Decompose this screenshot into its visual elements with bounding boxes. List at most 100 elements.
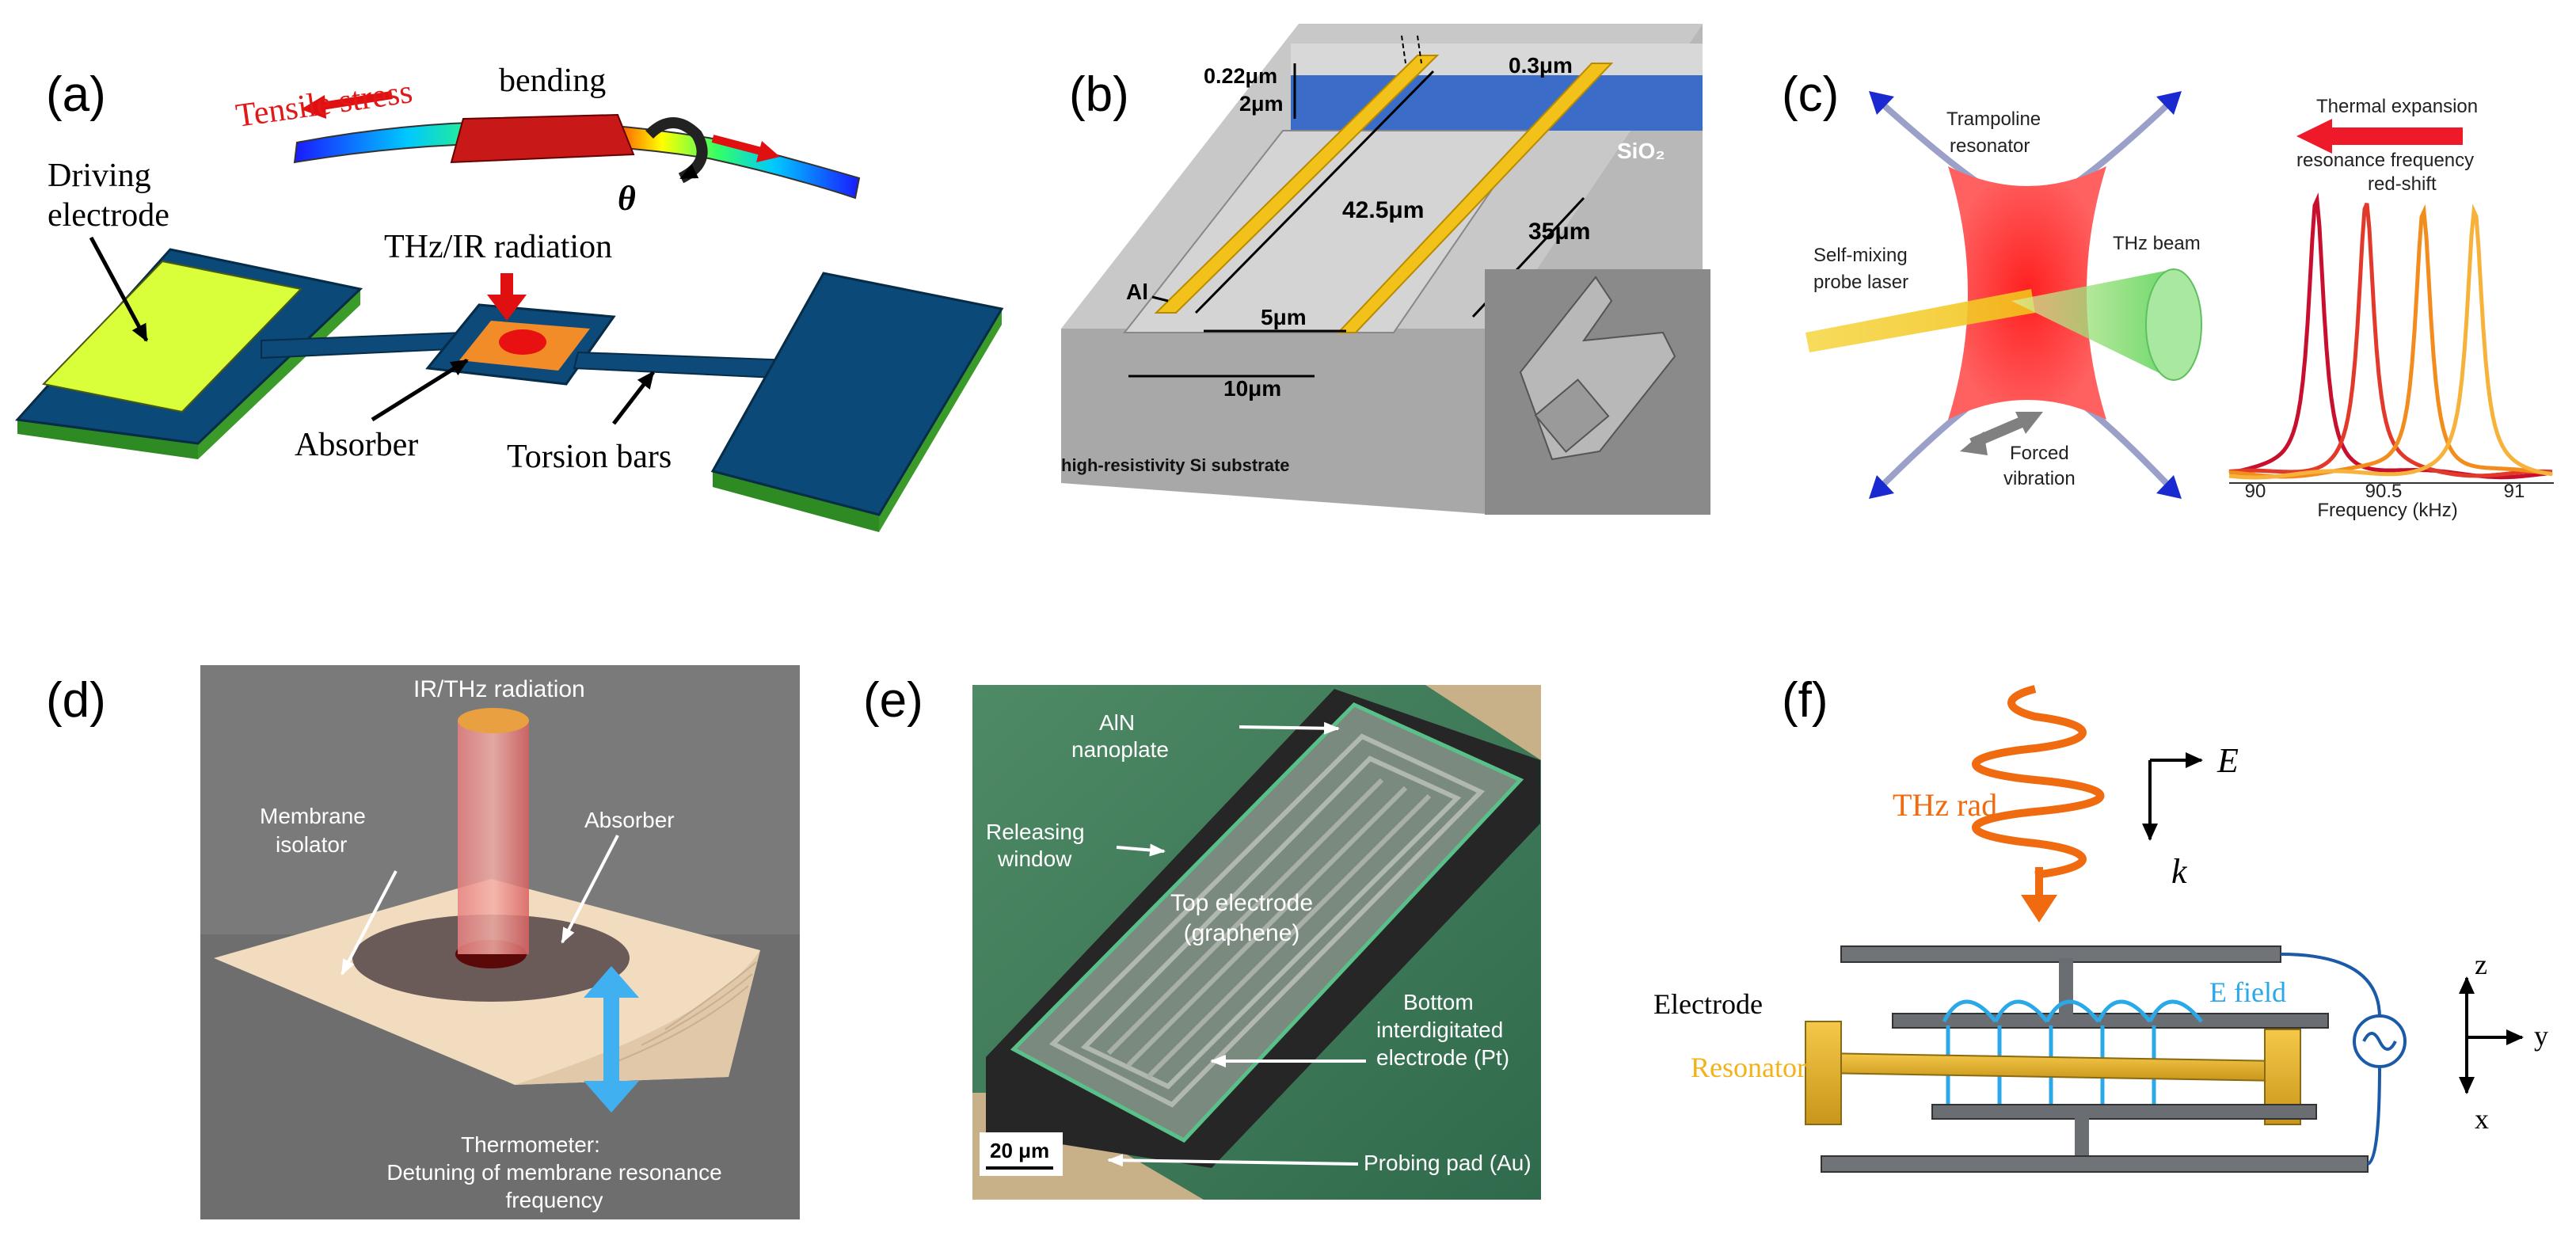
absorber-label: Absorber [295, 427, 418, 463]
dim-oxide-label: 2μm [1239, 92, 1284, 116]
sio2-label: SiO₂ [1617, 139, 1665, 163]
probe-label-1: Self-mixing [1813, 245, 1908, 266]
tensile-arrowhead-right [756, 141, 780, 162]
forced-label-1: Forced [2010, 443, 2069, 464]
absorber-d-label: Absorber [584, 808, 675, 832]
thermo-label-3: frequency [506, 1188, 603, 1212]
electrode-front-long [1821, 1155, 2369, 1173]
tensile-stress-label: Tensile stress [234, 74, 415, 135]
right-pad-side [713, 471, 879, 532]
pointer-torsion [612, 371, 655, 425]
thermo-arrowhead-down [584, 1081, 639, 1113]
thz-beam-label: THz beam [2113, 233, 2201, 254]
dim-10-label: 10μm [1223, 376, 1281, 401]
radiation-d-label: IR/THz radiation [413, 676, 585, 702]
axis-z-label: z [2475, 949, 2487, 980]
electrode-front-short [1931, 1104, 2317, 1120]
resonator-beam [1821, 1052, 2281, 1082]
tramp-arrow-br [2156, 475, 2182, 499]
driving-label-1: Driving [48, 158, 151, 194]
membrane-fold [515, 950, 760, 1085]
panel-e: (e) AlN nanoplate Releasing window Top e… [863, 673, 1541, 1200]
driving-electrode [42, 260, 302, 413]
electrode-stub-bottom [2075, 1113, 2089, 1164]
torsion-bar-right [573, 351, 793, 380]
redshift-label-1: resonance frequency [2296, 150, 2474, 171]
panel-label-f: (f) [1782, 673, 1828, 728]
pointer-absorber [371, 358, 469, 422]
trampoline-label-1: Trampoline [1946, 108, 2041, 130]
radiation-cylinder-top [458, 708, 529, 733]
panel-f: (f) [1653, 673, 2548, 1173]
al-strip-right [1336, 63, 1614, 333]
resonance-peak-2 [2228, 202, 2553, 478]
top-electrode-label-1: Top electrode [1170, 890, 1313, 916]
tensile-arrowhead-left [301, 95, 326, 119]
electrode-back-long [1840, 945, 2281, 963]
thz-rad-label: THz rad [1893, 787, 1997, 823]
top-electrode-label-2: (graphene) [1184, 920, 1300, 946]
electrode-back-short [1892, 1013, 2329, 1029]
rotation-arrow [645, 117, 708, 184]
tensile-arrow-right [711, 135, 766, 156]
panel-label-c: (c) [1782, 67, 1839, 122]
dim-gap-tick-2 [1417, 35, 1422, 64]
bottom-label-2: interdigitated [1376, 1018, 1503, 1042]
forced-label-2: vibration [2003, 468, 2076, 489]
left-pad-front [198, 289, 360, 459]
pointer-aln [1239, 721, 1340, 735]
e-vector-label: E [2216, 741, 2239, 780]
axis-x-label: x [2475, 1103, 2489, 1135]
forced-arrowhead-1 [1960, 432, 1988, 455]
tick-label-90: 90 [2245, 481, 2266, 502]
panel-a: (a) Tensile stress bending θ [14, 63, 1004, 532]
redshift-label-2: red-shift [2368, 173, 2437, 195]
trampoline-label-2: resonator [1950, 135, 2030, 157]
spectrum-xlabel: Frequency (kHz) [2317, 500, 2457, 521]
top-si-layer [1291, 44, 1703, 75]
panel-label-a: (a) [46, 67, 106, 122]
electrode-stub-top [2059, 958, 2073, 1018]
pointer-driving [89, 236, 149, 342]
right-pad [710, 272, 1004, 516]
radiation-arrowhead [487, 295, 527, 321]
al-pointer [1151, 295, 1169, 302]
release-label-2: window [997, 846, 1072, 871]
probe-laser [1805, 289, 2035, 352]
axis-y-label: y [2534, 1020, 2548, 1052]
thz-beam-face [2145, 268, 2202, 381]
forced-arrowhead-2 [2015, 412, 2043, 434]
aln-label-2: nanoplate [1071, 737, 1169, 762]
right-pad-front [879, 309, 1002, 532]
pointer-membrane [341, 870, 398, 976]
tick-label-90-5: 90.5 [2365, 481, 2403, 502]
radiation-label: THz/IR radiation [384, 229, 612, 265]
driving-label-2: electrode [48, 197, 169, 234]
substrate-label: high-resistivity Si substrate [1061, 455, 1290, 475]
al-label: Al [1126, 280, 1148, 304]
aln-nanoplate [1010, 702, 1524, 1143]
pointer-probing [1107, 1154, 1359, 1167]
k-vector-label: k [2171, 852, 2188, 891]
e-field-label: E field [2209, 976, 2286, 1008]
dim-gap-label: 0.3μm [1509, 53, 1573, 78]
pointer-release [1116, 843, 1166, 857]
radiation-cylinder [458, 721, 529, 954]
theta-label: θ [618, 179, 636, 218]
tramp-arrow-tr [2156, 91, 2182, 115]
pointer-absorber-d [561, 835, 619, 944]
ac-wire [2280, 953, 2381, 1166]
dim-thickness-label: 0.22μm [1204, 64, 1277, 88]
probe-label-2: probe laser [1813, 272, 1908, 293]
thermo-arrow-shaft [603, 994, 619, 1085]
interdigitated-fingers [1106, 778, 1432, 1079]
panel-label-e: (e) [863, 673, 923, 728]
tramp-arrow-tl [1869, 91, 1894, 115]
aln-label-1: AlN [1099, 710, 1135, 735]
bottom-label-3: electrode (Pt) [1376, 1045, 1509, 1070]
substrate-front [1061, 329, 1497, 515]
dim-line-42 [1194, 70, 1435, 314]
bending-label: bending [499, 63, 606, 99]
thermal-expansion-label: Thermal expansion [2316, 96, 2478, 117]
